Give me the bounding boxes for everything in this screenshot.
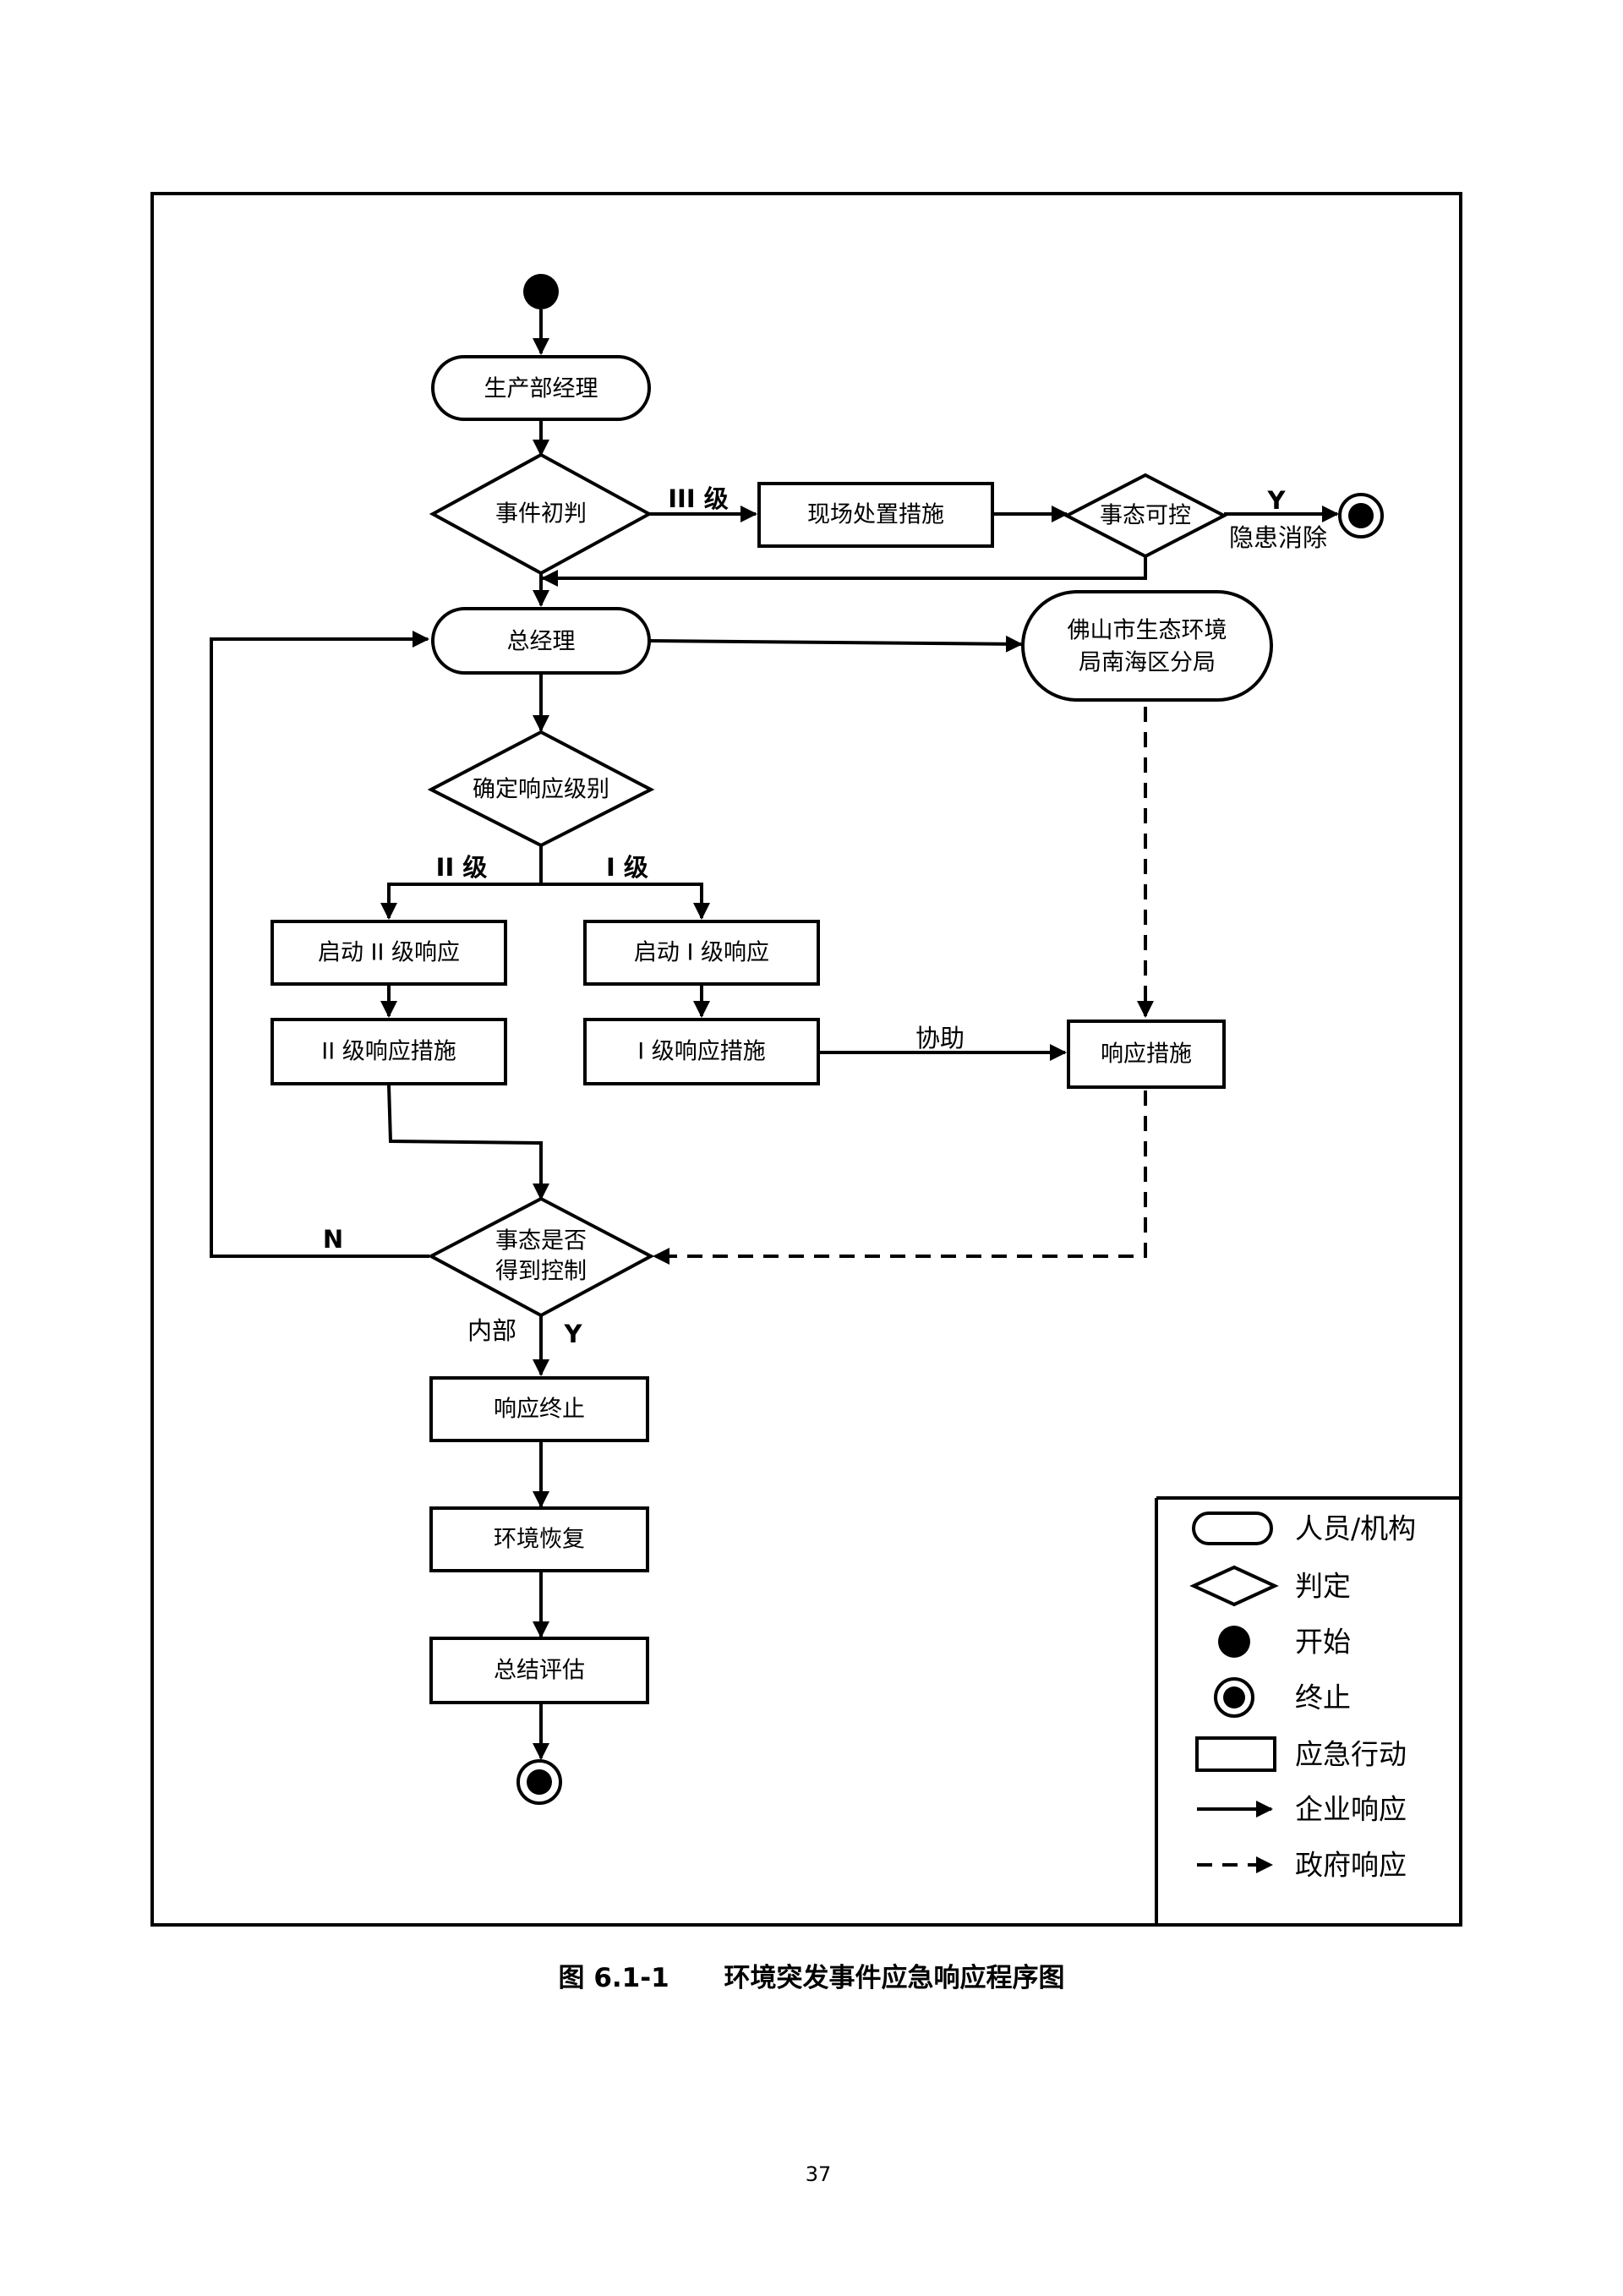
edge-response-measures-to-controlled — [653, 1091, 1147, 1265]
start-node — [523, 274, 559, 309]
node-summary-eval — [429, 1637, 649, 1704]
node-controlled-label-2: 得到控制 — [495, 1259, 587, 1285]
legend-decision-icon — [1189, 1565, 1279, 1607]
end-node-top — [1338, 493, 1384, 538]
node-level1-measures-label: I 级响应措施 — [637, 1039, 766, 1065]
edge-label-yes-bottom: Y — [564, 1320, 583, 1348]
edges — [210, 309, 1339, 1760]
legend-person-org-icon — [1192, 1512, 1273, 1545]
legend-start-label: 开始 — [1295, 1626, 1351, 1659]
edge-label-yes-top: Y — [1267, 486, 1287, 515]
edge-label-internal: 内部 — [467, 1316, 516, 1345]
node-response-measures-label: 响应措施 — [1101, 1041, 1192, 1068]
node-general-manager-label: 总经理 — [507, 629, 576, 655]
node-env-bureau-label-1: 佛山市生态环境 — [1068, 618, 1227, 644]
legend: 人员/机构 判定 开始 终止 应急行动 企业响应 政府响应 — [1155, 1496, 1461, 1925]
node-level2-measures — [270, 1018, 507, 1085]
figure-caption: 图 6.1-1 环境突发事件应急响应程序图 — [559, 1963, 1065, 1993]
node-controllable — [1063, 473, 1228, 559]
edge-label-no: N — [323, 1225, 343, 1254]
legend-government-response-label: 政府响应 — [1295, 1849, 1407, 1882]
node-level2-measures-label: II 级响应措施 — [321, 1039, 456, 1065]
node-general-manager — [431, 607, 651, 675]
legend-person-org-label: 人员/机构 — [1295, 1512, 1416, 1545]
node-env-bureau — [1021, 590, 1273, 702]
node-start-level1-label: 启动 I 级响应 — [634, 940, 769, 966]
edge-controlled-no-loop — [210, 631, 429, 1258]
edge-label-level2: II 级 — [436, 853, 488, 882]
node-summary-eval-label: 总结评估 — [494, 1658, 585, 1684]
node-level1-measures — [583, 1018, 820, 1085]
node-onsite-measures — [757, 482, 994, 548]
diagram-frame — [150, 192, 1462, 1927]
edge-label-level1: I 级 — [606, 853, 648, 882]
node-controlled-label-1: 事态是否 — [495, 1228, 587, 1255]
node-env-recovery — [429, 1506, 649, 1572]
node-initial-judgement — [429, 452, 653, 576]
node-production-manager — [431, 355, 651, 421]
node-controlled — [427, 1196, 655, 1318]
node-response-measures — [1067, 1020, 1226, 1089]
legend-end-label: 终止 — [1295, 1681, 1351, 1714]
edge-label-assist: 协助 — [915, 1024, 965, 1052]
legend-decision-label: 判定 — [1295, 1570, 1351, 1603]
edge-controllable-back-to-main — [541, 556, 1147, 587]
node-start-level2 — [270, 920, 507, 986]
legend-start-icon — [1218, 1626, 1250, 1658]
node-env-bureau-label-2: 局南海区分局 — [1079, 650, 1216, 676]
edge-level2-measures-to-controlled — [387, 1085, 549, 1200]
edge-general-manager-to-env-bureau — [648, 635, 1023, 653]
node-response-end — [429, 1376, 649, 1442]
node-env-recovery-label: 环境恢复 — [494, 1527, 585, 1553]
node-production-manager-label: 生产部经理 — [484, 376, 598, 402]
edge-label-level3: III 级 — [668, 484, 728, 513]
legend-company-response-label: 企业响应 — [1295, 1793, 1407, 1826]
node-determine-level — [427, 730, 655, 848]
legend-end-icon — [1214, 1677, 1254, 1718]
legend-action-icon — [1195, 1736, 1276, 1772]
page-number: 37 — [806, 2162, 832, 2186]
legend-action-label: 应急行动 — [1295, 1738, 1407, 1771]
node-initial-judgement-label: 事件初判 — [495, 501, 587, 528]
node-controllable-label: 事态可控 — [1100, 503, 1191, 529]
node-onsite-measures-label: 现场处置措施 — [807, 502, 944, 528]
edge-label-hazard-cleared: 隐患消除 — [1229, 523, 1327, 552]
node-response-end-label: 响应终止 — [494, 1397, 585, 1423]
node-determine-level-label: 确定响应级别 — [473, 777, 609, 803]
node-start-level1 — [583, 920, 820, 986]
node-start-level2-label: 启动 II 级响应 — [318, 940, 460, 966]
end-node-bottom — [516, 1759, 562, 1805]
